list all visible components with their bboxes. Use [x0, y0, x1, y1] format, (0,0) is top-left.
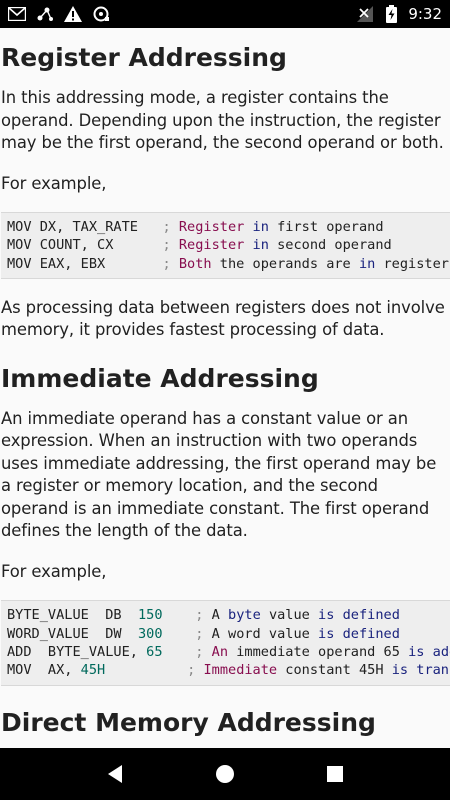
code-block-immediate: BYTE_VALUE DB 150 ; A byte value is defi… — [1, 600, 450, 686]
navigation-bar — [0, 748, 450, 800]
alert-icon — [64, 5, 82, 23]
code-token: Immediate — [203, 662, 286, 679]
code-token: WORD_VALUE DW — [7, 625, 138, 642]
code-token: byte — [228, 607, 269, 624]
code-token: registers — [383, 255, 450, 272]
code-line: MOV COUNT, CX ; Register in second opera… — [7, 236, 450, 254]
code-token: ; — [162, 255, 179, 272]
code-token: ; — [162, 237, 179, 254]
code-token: is defined — [318, 625, 400, 642]
back-button[interactable] — [95, 754, 135, 794]
immediate-intro: An immediate operand has a constant valu… — [1, 408, 437, 541]
code-line: BYTE_VALUE DB 150 ; A byte value is defi… — [7, 606, 450, 624]
code-token: BYTE_VALUE DB — [7, 607, 138, 624]
article-content[interactable]: Register Addressing In this addressing m… — [0, 28, 450, 748]
battery-charging-icon — [382, 5, 400, 23]
code-token: ; — [162, 219, 179, 235]
code-token: in — [358, 255, 384, 272]
code-token: 45H — [80, 662, 106, 679]
code-token: is defined — [318, 607, 400, 624]
code-token: MOV AX, — [7, 662, 81, 679]
code-token: is added — [408, 643, 450, 660]
home-button[interactable] — [205, 754, 245, 794]
code-token — [105, 662, 187, 678]
code-token — [163, 607, 196, 623]
back-icon — [108, 765, 122, 783]
code-token: value — [268, 607, 319, 624]
code-line: MOV DX, TAX_RATE ; Register in first ope… — [7, 218, 450, 236]
code-token: ; — [187, 662, 204, 679]
code-line: MOV EAX, EBX ; Both the operands are in … — [7, 255, 450, 273]
code-token: MOV COUNT, CX — [7, 237, 163, 254]
gmail-icon — [8, 5, 26, 23]
code-token: constant 45H — [285, 662, 392, 679]
code-token: Register — [178, 219, 253, 235]
code-token: in — [252, 237, 278, 254]
code-token: MOV DX, TAX_RATE — [7, 219, 163, 235]
code-token: is transferred — [391, 662, 450, 679]
code-token: A word value — [211, 625, 319, 642]
code-token: Both — [178, 255, 220, 272]
status-time: 9:32 — [408, 5, 442, 23]
code-token — [163, 626, 196, 642]
register-example-label: For example, — [1, 173, 107, 193]
code-line: MOV AX, 45H ; Immediate constant 45H is … — [7, 661, 450, 679]
sync-icon — [92, 5, 110, 23]
heading-direct-memory-addressing: Direct Memory Addressing — [1, 707, 376, 737]
code-token: An — [211, 643, 237, 660]
code-token: 300 — [137, 625, 163, 642]
code-token: MOV EAX, EBX — [7, 255, 163, 272]
code-token: ; — [195, 625, 212, 642]
network-icon — [36, 5, 54, 23]
immediate-example-label: For example, — [1, 561, 107, 581]
code-token: first operand — [277, 219, 384, 235]
code-token: ADD BYTE_VALUE, — [7, 643, 147, 660]
code-token: Register — [178, 237, 253, 254]
code-token: the operands are — [219, 255, 359, 272]
code-line: ADD BYTE_VALUE, 65 ; An immediate operan… — [7, 643, 450, 661]
code-token: A — [211, 607, 229, 624]
home-icon — [216, 765, 234, 783]
status-bar: 9:32 — [0, 0, 450, 28]
heading-register-addressing: Register Addressing — [1, 43, 287, 72]
code-token: 65 — [146, 643, 163, 660]
no-signal-icon — [356, 5, 374, 23]
code-token: immediate operand 65 — [236, 643, 409, 660]
recents-icon — [327, 766, 343, 782]
code-token: ; — [195, 607, 212, 624]
code-token — [163, 644, 196, 660]
code-token: in — [252, 219, 278, 235]
code-token: 150 — [137, 607, 163, 624]
code-line: WORD_VALUE DW 300 ; A word value is defi… — [7, 625, 450, 643]
register-conclusion: As processing data between registers doe… — [1, 297, 445, 340]
code-token: second operand — [277, 237, 392, 254]
recents-button[interactable] — [315, 754, 355, 794]
heading-immediate-addressing: Immediate Addressing — [1, 363, 319, 393]
code-block-register: MOV DX, TAX_RATE ; Register in first ope… — [1, 212, 450, 279]
code-token: ; — [195, 643, 212, 660]
register-intro: In this addressing mode, a register cont… — [1, 88, 444, 152]
